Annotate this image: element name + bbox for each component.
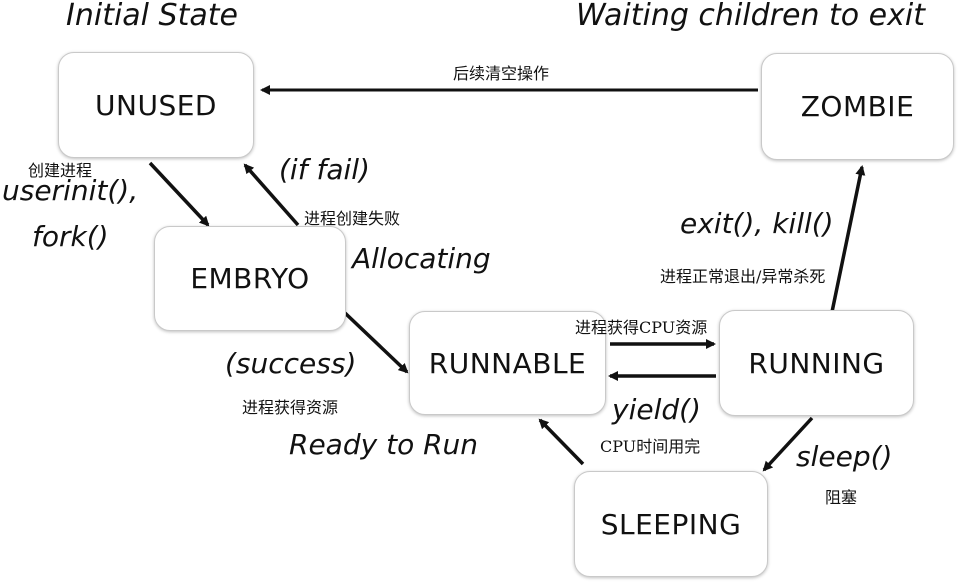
label-embryo-to-unused-cn: 进程创建失败 — [304, 209, 401, 228]
label-embryo-to-runnable-cn: 进程获得资源 — [242, 398, 339, 417]
state-zombie: ZOMBIE — [761, 53, 954, 160]
state-runnable: RUNNABLE — [409, 311, 606, 415]
label-embryo-to-unused-cond: (if fail) — [279, 153, 370, 186]
arrow-embryo-to-unused — [243, 163, 300, 227]
caption-waiting-children: Waiting children to exit — [576, 0, 925, 33]
state-embryo: EMBRYO — [154, 226, 346, 331]
label-running-to-sleeping-cn: 阻塞 — [825, 488, 858, 507]
caption-ready-to-run: Ready to Run — [289, 428, 479, 461]
label-running-to-sleeping-call: sleep() — [796, 440, 893, 473]
label-unused-to-embryo-call-1: userinit(), — [2, 174, 139, 207]
arrow-running-to-sleeping — [762, 416, 814, 472]
label-running-to-zombie-cn: 进程正常退出/异常杀死 — [660, 267, 826, 286]
arrow-running-to-zombie — [830, 165, 866, 313]
caption-allocating: Allocating — [352, 242, 491, 275]
arrow-unused-to-embryo — [148, 161, 210, 227]
label-embryo-to-runnable-cond: (success) — [225, 347, 357, 380]
label-running-to-runnable-cn: CPU时间用完 — [600, 437, 701, 456]
label-running-to-zombie-call: exit(), kill() — [680, 207, 834, 240]
label-zombie-to-unused-cn: 后续清空操作 — [453, 64, 550, 83]
state-running: RUNNING — [719, 310, 914, 416]
label-runnable-to-running-cn: 进程获得CPU资源 — [575, 318, 708, 337]
caption-initial-state: Initial State — [66, 0, 238, 33]
label-running-to-runnable-call: yield() — [612, 393, 701, 426]
arrow-sleeping-to-runnable — [538, 418, 585, 466]
arrow-embryo-to-runnable — [343, 311, 409, 374]
label-unused-to-embryo-call-2: fork() — [32, 220, 109, 253]
state-sleeping: SLEEPING — [574, 471, 768, 577]
state-unused: UNUSED — [58, 52, 254, 158]
label-unused-to-embryo-cn: 创建进程 — [28, 161, 93, 180]
